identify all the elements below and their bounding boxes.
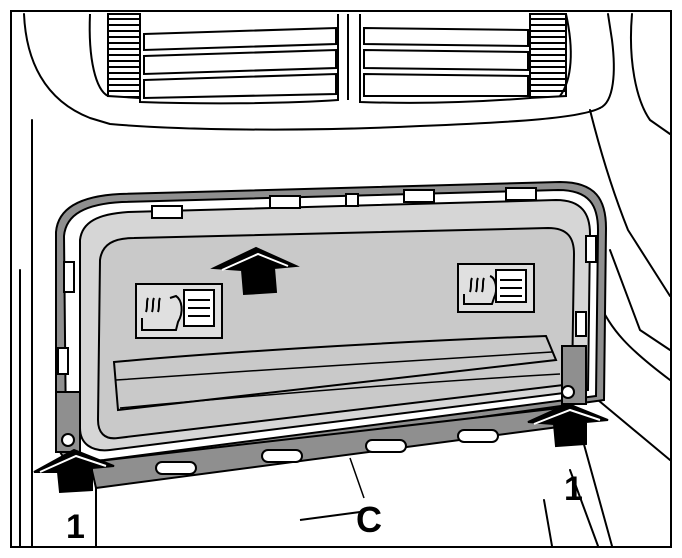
up-arrow-icon	[527, 402, 609, 448]
callout-clip-right: 1	[564, 470, 583, 508]
seat-heater-button-right	[457, 263, 535, 313]
callout-leader-c	[349, 457, 365, 499]
screw-left	[61, 433, 75, 447]
up-arrow-icon	[33, 448, 115, 494]
frame-clips	[57, 187, 597, 375]
switch-panel	[96, 226, 576, 440]
mounting-tab-right	[561, 345, 587, 405]
up-arrow-icon	[210, 246, 300, 296]
seat-heater-button-left	[135, 283, 223, 339]
screw-right	[561, 385, 575, 399]
mounting-tab-left	[55, 391, 81, 453]
air-vent-left	[88, 13, 339, 105]
seat-heater-icon	[141, 294, 183, 331]
air-vent-right	[347, 13, 572, 104]
callout-clip-left: 1	[66, 508, 85, 546]
trim-strip-slots	[155, 429, 499, 475]
callout-trim-strip: C	[356, 499, 382, 540]
